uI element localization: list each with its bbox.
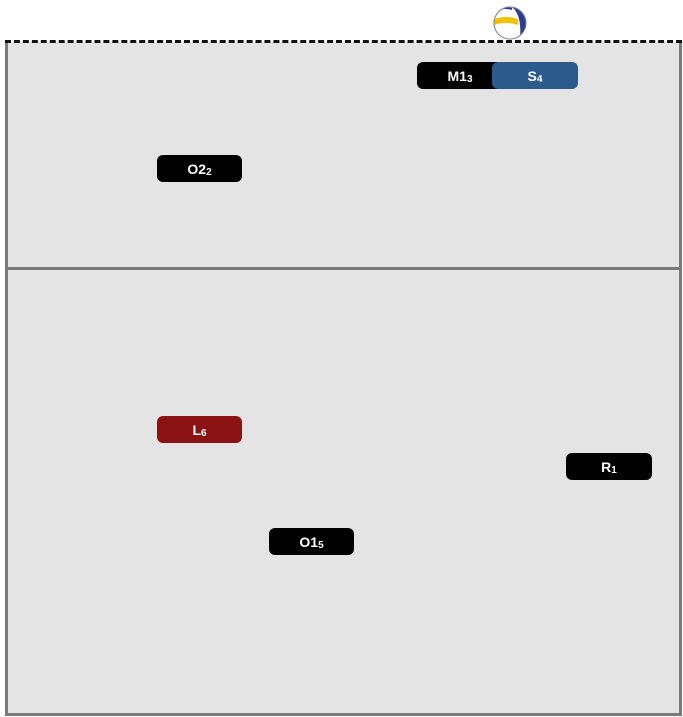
volleyball-icon[interactable] bbox=[492, 5, 528, 41]
player-s-label: S bbox=[527, 67, 537, 84]
player-o1-label: O1 bbox=[299, 533, 319, 550]
player-m1-label: M1 bbox=[447, 67, 467, 84]
attack-line bbox=[8, 267, 679, 270]
court bbox=[5, 42, 682, 716]
player-l-label: L bbox=[192, 421, 201, 438]
net-line bbox=[5, 40, 682, 43]
player-r-label: R bbox=[601, 458, 612, 475]
player-o2-label: O2 bbox=[187, 160, 207, 177]
